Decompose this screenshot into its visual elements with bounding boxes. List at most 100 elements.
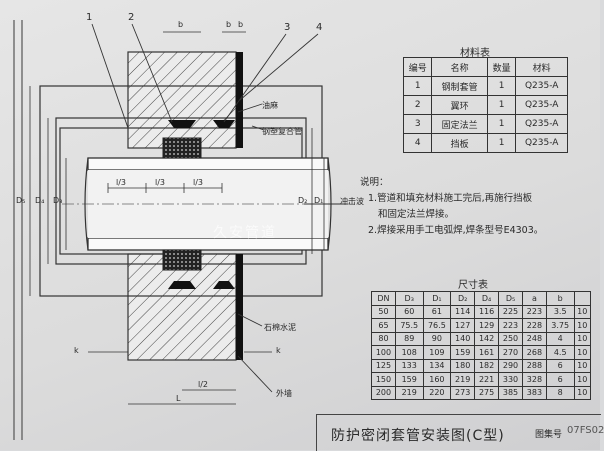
watermark: 久安管道 xyxy=(213,225,277,241)
size-table-cell: 150 xyxy=(371,372,396,387)
size-table-cell: 140 xyxy=(450,331,476,346)
packing xyxy=(162,137,202,271)
size-table-cell: 273 xyxy=(450,385,476,400)
size-table-cell: 125 xyxy=(371,358,396,373)
size-table-cell: 3.5 xyxy=(545,304,575,319)
material-table-cell: 2 xyxy=(402,95,433,115)
size-table-cell: 221 xyxy=(474,372,500,387)
dim-D4: D₄ xyxy=(35,196,45,205)
size-table-cell: 220 xyxy=(422,385,452,400)
dim-D1: D₁ xyxy=(314,196,324,205)
material-table-cell: 挡板 xyxy=(431,133,488,153)
size-table-cell: 200 xyxy=(371,385,396,400)
size-table-cell: 180 xyxy=(450,358,476,373)
pipe xyxy=(62,157,350,251)
size-table-cell: 90 xyxy=(422,331,452,346)
size-table-header: D₁ xyxy=(422,291,452,306)
note-line-3: 2.焊接采用手工电弧焊,焊条型号E4303。 xyxy=(368,225,544,236)
label-asbestos-cement: 石棉水泥 xyxy=(264,323,296,332)
size-table-cell: 248 xyxy=(521,331,547,346)
material-table-cell: 1 xyxy=(486,76,517,96)
dim-D3: D₃ xyxy=(53,196,63,205)
size-table-cell: 223 xyxy=(498,318,523,333)
material-table-cell: 钢制套管 xyxy=(431,76,488,96)
callout-4: 4 xyxy=(316,22,323,33)
size-table-cell: 225 xyxy=(498,304,523,319)
size-table-cell: 250 xyxy=(498,331,523,346)
dim-D2: D₂ xyxy=(298,196,308,205)
material-table-cell: Q235-A xyxy=(515,114,568,134)
size-table-cell: 50 xyxy=(371,304,396,319)
size-table-header: D₄ xyxy=(474,291,500,306)
material-table-cell: Q235-A xyxy=(515,95,568,115)
size-table-cell: 268 xyxy=(521,345,547,360)
material-table-cell: 1 xyxy=(486,114,517,134)
size-table-cell: 75.5 xyxy=(394,318,424,333)
size-table-cell: 330 xyxy=(498,372,523,387)
wall-section-top xyxy=(127,51,237,149)
material-table-cell: 固定法兰 xyxy=(431,114,488,134)
size-table-cell: 160 xyxy=(422,372,452,387)
notes: 说明： 1.管道和填充材料施工完后,再施行挡板 和固定法兰焊接。 2.焊接采用手… xyxy=(360,175,590,239)
material-header-material: 材料 xyxy=(515,57,568,77)
size-table-cell: 100 xyxy=(371,345,396,360)
size-table-cell: 129 xyxy=(474,318,500,333)
label-blast-side: 冲击波 xyxy=(340,197,364,206)
size-table-header: D₂ xyxy=(450,291,476,306)
size-table-cell: 10 xyxy=(573,318,592,333)
size-table-cell: 10 xyxy=(573,358,592,373)
size-table-cell: 109 xyxy=(422,345,452,360)
dim-l3-c: l/3 xyxy=(193,178,204,187)
material-table-cell: 1 xyxy=(486,95,517,115)
atlas-number: 07FS02 xyxy=(567,425,604,436)
material-table-cell: 翼环 xyxy=(431,95,488,115)
size-table-cell: 6 xyxy=(545,372,575,387)
callout-2: 2 xyxy=(128,12,135,23)
material-header-name: 名称 xyxy=(431,57,488,77)
size-table-cell: 8 xyxy=(545,385,575,400)
material-header-number: 编号 xyxy=(402,57,433,77)
size-table-title: 尺寸表 xyxy=(458,280,488,291)
size-table-header: D₅ xyxy=(498,291,523,306)
size-table-cell: 159 xyxy=(394,372,424,387)
size-table-cell: 6 xyxy=(545,358,575,373)
size-table-cell: 385 xyxy=(498,385,523,400)
size-table-cell: 127 xyxy=(450,318,476,333)
size-table-cell: 10 xyxy=(573,304,592,319)
size-table-cell: 383 xyxy=(521,385,547,400)
size-table-cell: 288 xyxy=(521,358,547,373)
notes-title: 说明： xyxy=(360,177,389,188)
material-table-cell: Q235-A xyxy=(515,76,568,96)
size-table-header xyxy=(573,291,592,306)
size-table-cell: 80 xyxy=(371,331,396,346)
size-table-cell: 65 xyxy=(371,318,396,333)
border-lines xyxy=(13,20,23,440)
size-table-cell: 270 xyxy=(498,345,523,360)
size-table-cell: 133 xyxy=(394,358,424,373)
label-steel-composite-pipe: 钢塑复合管 xyxy=(262,127,302,136)
size-table-cell: 228 xyxy=(521,318,547,333)
dim-l3-b: l/3 xyxy=(155,178,166,187)
size-table-cell: 114 xyxy=(450,304,476,319)
dim-b-top-2: b xyxy=(226,20,232,29)
label-outer-wall: 外墙 xyxy=(276,389,292,398)
size-table-cell: 328 xyxy=(521,372,547,387)
callout-3: 3 xyxy=(284,22,291,33)
leader-lines xyxy=(91,23,348,393)
size-table-cell: 159 xyxy=(450,345,476,360)
dim-b-top: b xyxy=(178,20,184,29)
size-table-cell: 219 xyxy=(394,385,424,400)
note-line-1: 1.管道和填充材料施工完后,再施行挡板 xyxy=(368,193,533,204)
